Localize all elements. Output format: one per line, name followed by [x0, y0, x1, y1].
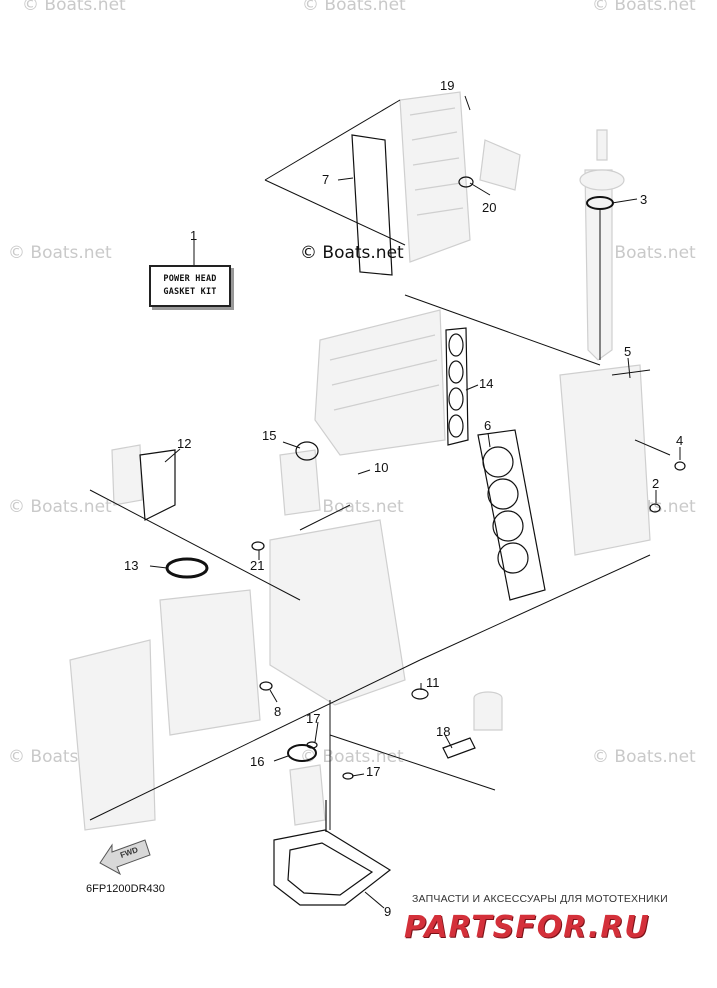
watermark: © Boats.net — [592, 243, 696, 263]
head-gasket — [351, 134, 393, 276]
intake-gasket — [445, 327, 469, 446]
cover-gasket — [139, 449, 176, 521]
shop-logo[interactable]: PARTSFOR.RU — [404, 910, 650, 945]
callout-18[interactable]: 18 — [436, 724, 451, 739]
watermark: © Boats.net — [592, 0, 696, 15]
assembly-lines — [89, 99, 671, 830]
callout-14[interactable]: 14 — [479, 376, 494, 391]
fwd-arrow — [99, 839, 151, 876]
callout-16[interactable]: 16 — [250, 754, 265, 769]
oil-pan-gasket — [273, 829, 392, 906]
callout-13[interactable]: 13 — [124, 558, 139, 573]
callout-3[interactable]: 3 — [640, 192, 648, 207]
callout-21[interactable]: 21 — [250, 558, 265, 573]
shop-tagline: ЗАПЧАСТИ И АКСЕССУАРЫ ДЛЯ МОТОТЕХНИКИ — [412, 893, 668, 905]
intake-manifold — [314, 309, 446, 456]
callout-6[interactable]: 6 — [484, 418, 492, 433]
watermark: © Boats.net — [592, 747, 696, 767]
copyright-notice: © Boats.net — [300, 243, 404, 263]
watermark: © Boats.net — [8, 243, 112, 263]
leader-lines — [149, 95, 681, 909]
callout-7[interactable]: 7 — [322, 172, 330, 187]
crankshaft — [159, 589, 261, 736]
callout-10[interactable]: 10 — [374, 460, 389, 475]
diagram-code: 6FP1200DR430 — [86, 883, 165, 895]
watermark: © Boats.net — [300, 747, 404, 767]
cylinder-block-right — [559, 364, 651, 556]
callout-9[interactable]: 9 — [384, 904, 392, 919]
callout-17a[interactable]: 17 — [306, 711, 321, 726]
watermark: © Boats.net — [300, 497, 404, 517]
watermark: © Boats.net — [302, 0, 406, 15]
watermark: © Boats.net — [8, 497, 112, 517]
callout-4[interactable]: 4 — [676, 433, 684, 448]
kit-line-1: POWER HEAD — [163, 274, 217, 284]
watermark: © Boats.net — [22, 0, 126, 15]
callout-19[interactable]: 19 — [440, 78, 455, 93]
callout-15[interactable]: 15 — [262, 428, 277, 443]
callout-11[interactable]: 11 — [426, 675, 440, 690]
kit-line-2: GASKET KIT — [163, 287, 217, 297]
cylinder-head — [399, 91, 471, 263]
crankcase — [269, 519, 406, 706]
lower-block-left — [69, 639, 156, 831]
callout-8[interactable]: 8 — [274, 704, 282, 719]
cylinder-head-gasket — [477, 429, 546, 601]
callout-20[interactable]: 20 — [482, 200, 497, 215]
gasket-kit-label: POWER HEAD GASKET KIT — [149, 265, 231, 307]
callout-12[interactable]: 12 — [177, 436, 192, 451]
callout-17b[interactable]: 17 — [366, 764, 381, 779]
callout-5[interactable]: 5 — [624, 344, 632, 359]
throttle-body — [279, 449, 321, 516]
callout-2[interactable]: 2 — [652, 476, 660, 491]
callout-1[interactable]: 1 — [190, 228, 198, 243]
